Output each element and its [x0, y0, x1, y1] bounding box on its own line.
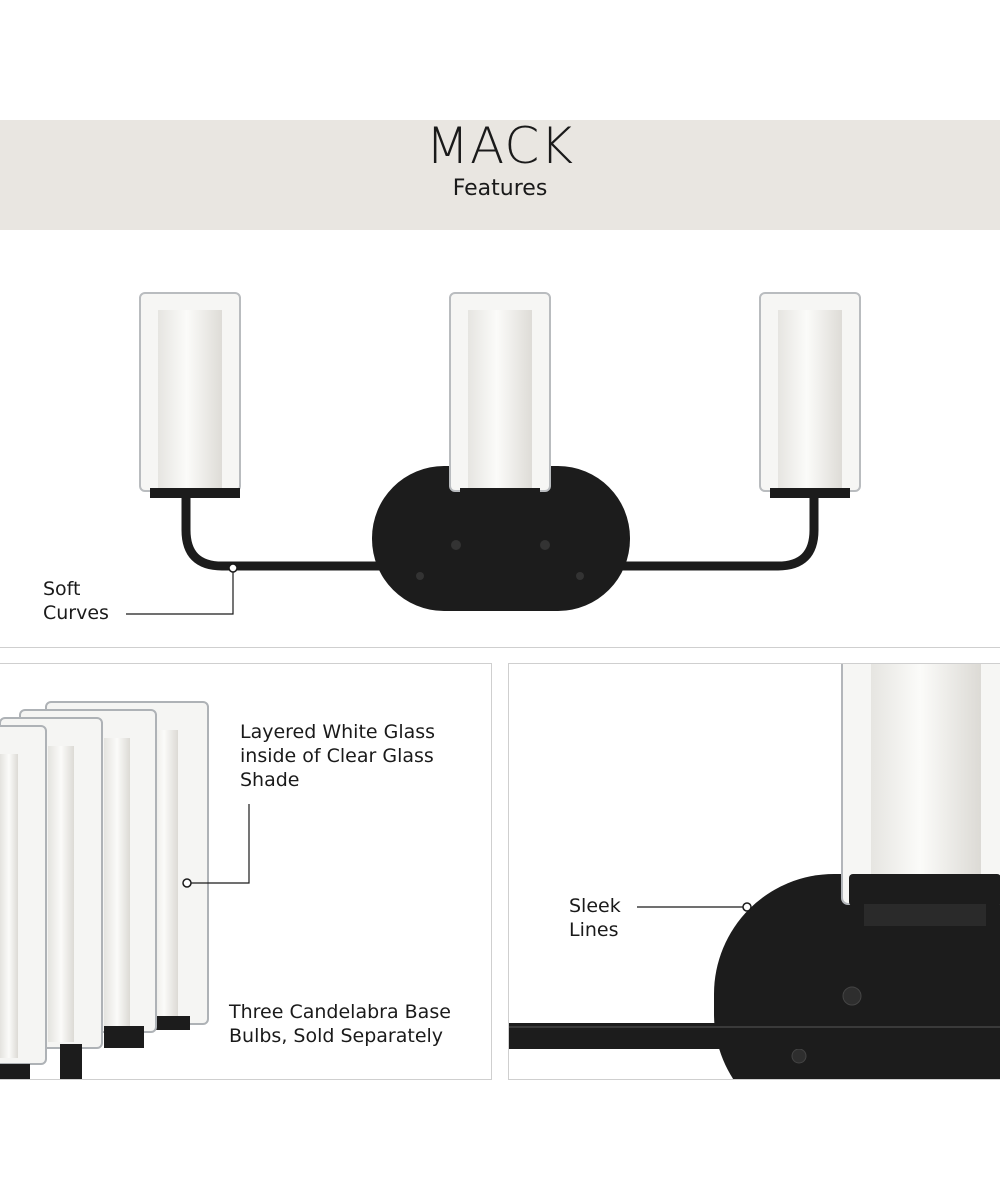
page-title: MACK	[425, 117, 575, 175]
screw-icon	[540, 540, 550, 550]
glass-shade	[841, 664, 1000, 926]
screw-icon	[842, 986, 862, 1006]
layered-glass-label: Layered White Glass inside of Clear Glas…	[240, 720, 435, 792]
layered-glass-leader	[182, 804, 250, 888]
header-band: MACK Features	[0, 120, 1000, 230]
screw-icon	[416, 572, 424, 580]
glass-shade	[139, 292, 241, 498]
bulbs-label: Three Candelabra Base Bulbs, Sold Separa…	[229, 1000, 451, 1048]
glass-detail-panel: Layered White Glass inside of Clear Glas…	[0, 663, 492, 1080]
layered-glass-line-1: Layered White Glass	[240, 721, 436, 743]
glass-shade	[0, 725, 47, 1079]
screw-icon	[576, 572, 584, 580]
layered-glass-line-3: Shade	[240, 769, 300, 791]
screw-icon	[791, 1048, 807, 1064]
center-stem	[921, 922, 935, 1032]
screw-icon	[451, 540, 461, 550]
sleek-lines-label: Sleek Lines	[569, 894, 621, 942]
soft-curves-leader	[126, 563, 238, 615]
bulbs-line-1: Three Candelabra Base	[229, 1001, 451, 1023]
sleek-lines-illustration	[509, 664, 1000, 1079]
sleek-lines-leader	[637, 902, 752, 912]
sleek-lines-line-2: Lines	[569, 919, 619, 941]
center-stem	[497, 492, 506, 566]
glass-shade	[449, 292, 551, 498]
layered-glass-line-2: inside of Clear Glass	[240, 745, 434, 767]
soft-curves-label: Soft Curves	[43, 577, 109, 625]
glass-detail-illustration	[0, 701, 250, 1079]
bulbs-line-2: Bulbs, Sold Separately	[229, 1025, 444, 1047]
fixture-overview-panel: Soft Curves	[0, 230, 1000, 648]
glass-shade	[759, 292, 861, 498]
soft-curves-line-2: Curves	[43, 602, 109, 624]
sleek-lines-panel: Sleek Lines	[508, 663, 1000, 1080]
sleek-lines-line-1: Sleek	[569, 895, 621, 917]
fixture-illustration	[126, 292, 861, 615]
page-subtitle: Features	[452, 176, 548, 201]
soft-curves-line-1: Soft	[43, 578, 81, 600]
